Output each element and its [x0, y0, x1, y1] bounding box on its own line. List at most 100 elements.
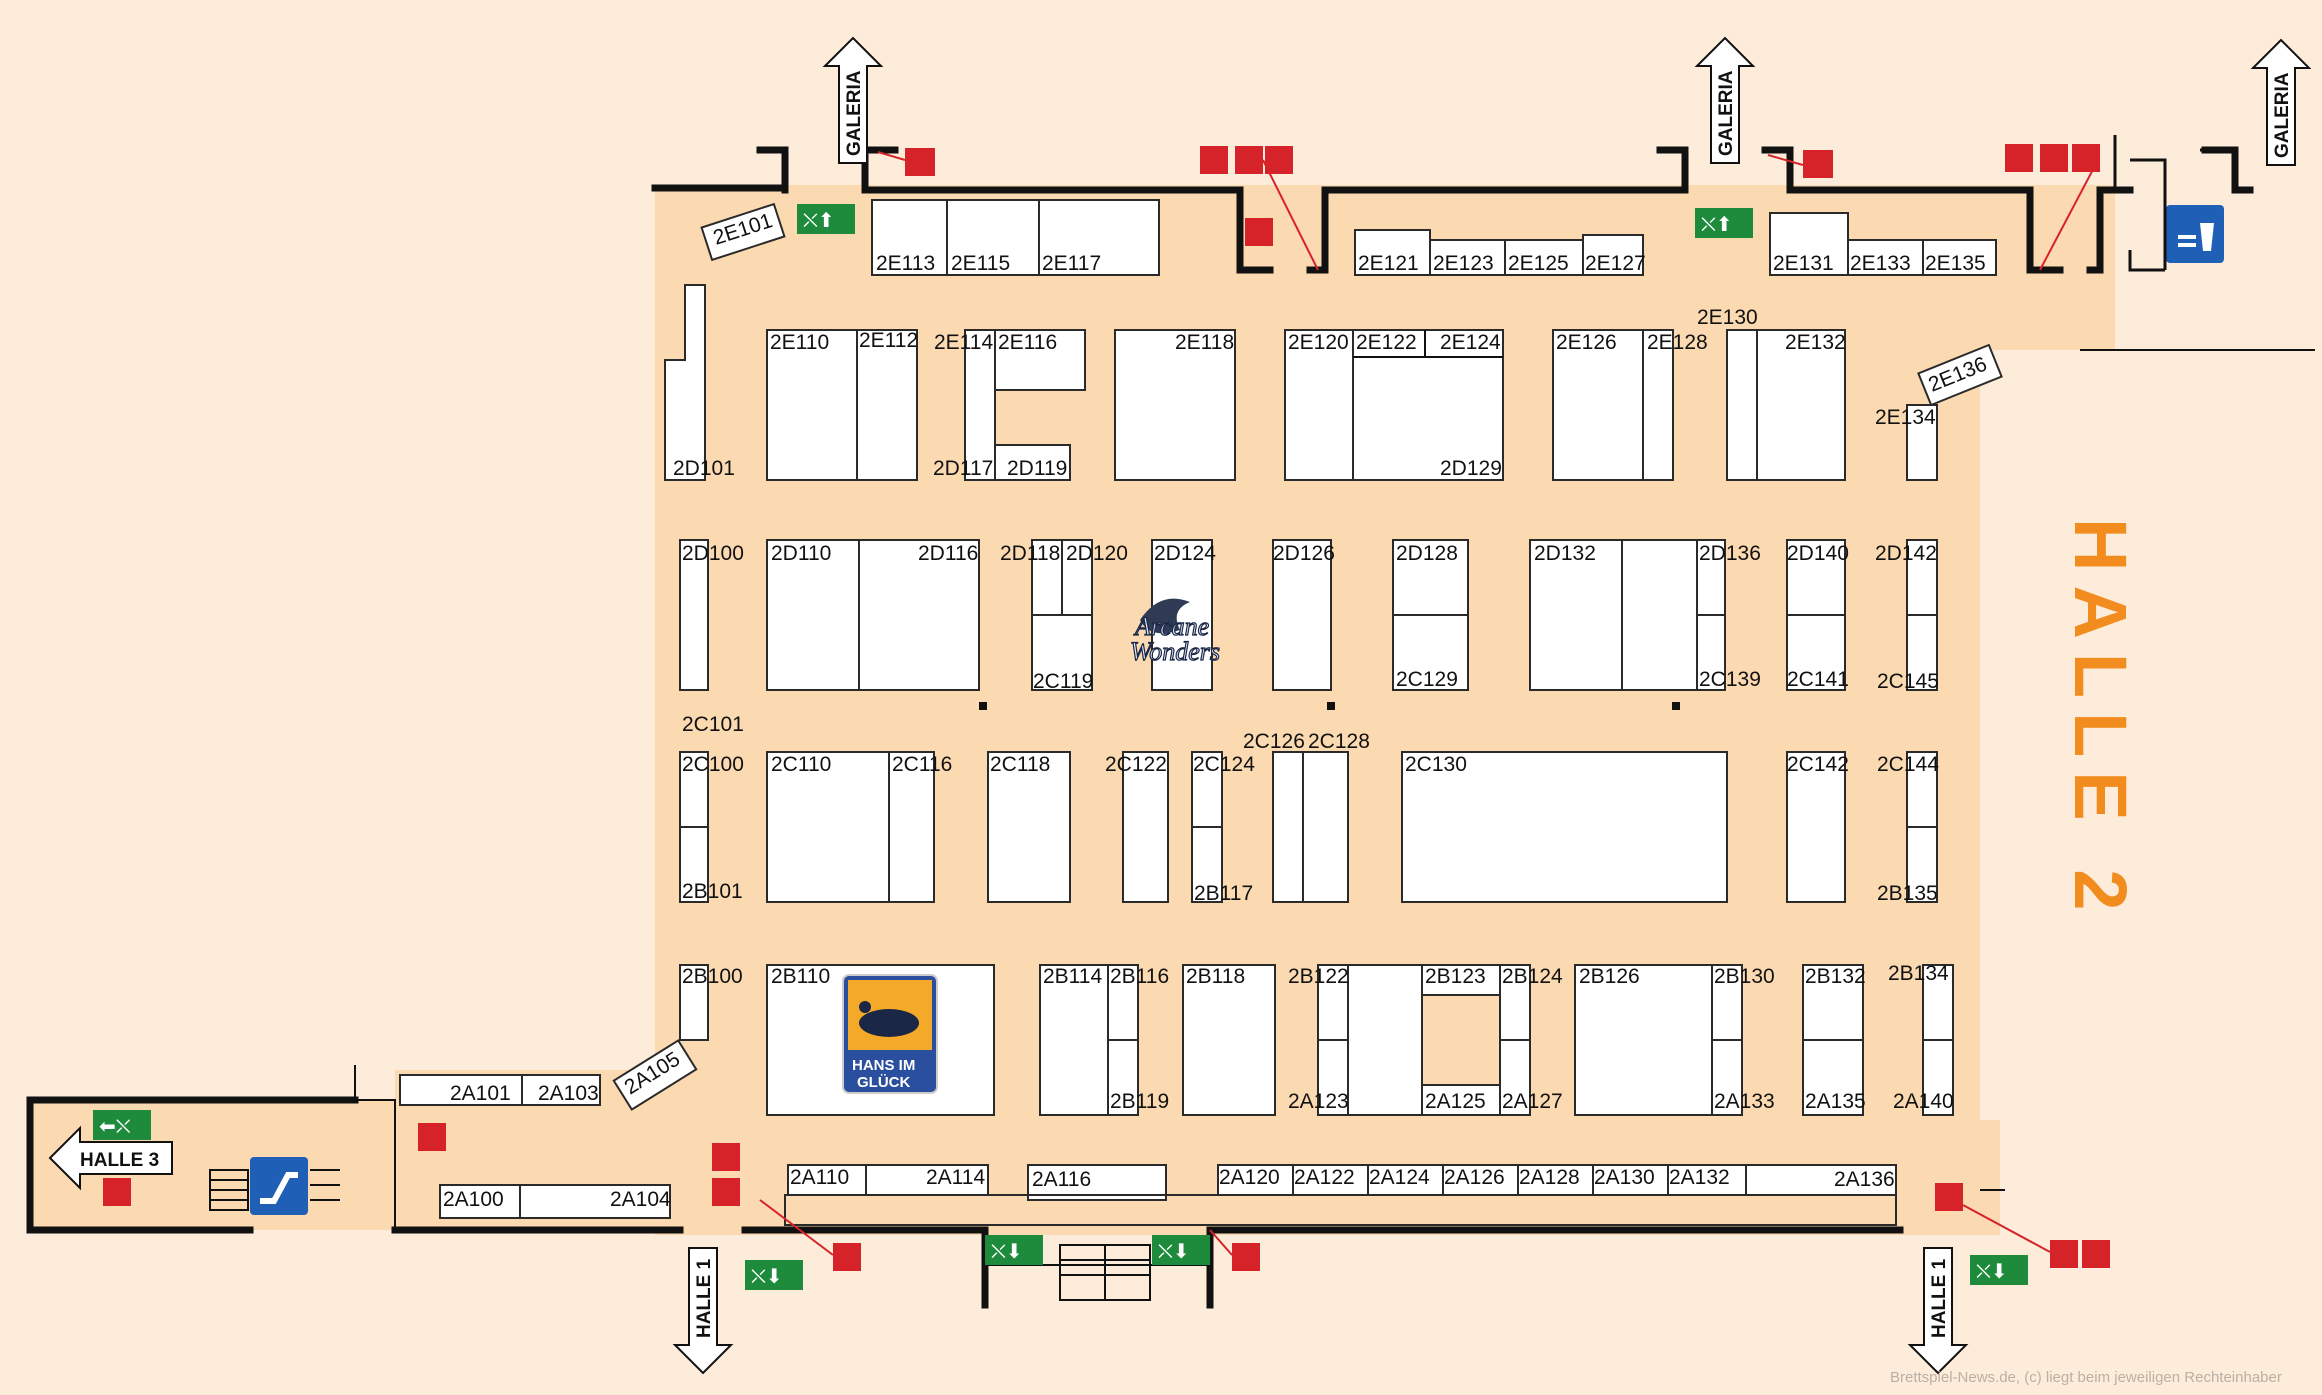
label-2A122: 2A122	[1294, 1166, 1355, 1189]
booth-2C130[interactable]	[1401, 751, 1728, 903]
booth-2E132[interactable]	[1756, 329, 1846, 481]
booth-2E118[interactable]	[1114, 329, 1236, 481]
booth-2D136b[interactable]	[1696, 539, 1726, 616]
booth-2D116[interactable]	[858, 539, 980, 691]
booth-2D132[interactable]	[1529, 539, 1623, 691]
booth-2E101[interactable]	[700, 202, 786, 262]
booth-2D142[interactable]	[1906, 539, 1938, 616]
restaurant-icon	[2166, 205, 2224, 263]
booth-2C100[interactable]	[679, 751, 709, 828]
stairs	[1059, 1244, 1151, 1301]
booth-2A104[interactable]	[519, 1184, 671, 1219]
booth-2C124[interactable]	[1191, 751, 1223, 828]
booth-2C110[interactable]	[766, 751, 890, 903]
booth-2C122[interactable]	[1122, 751, 1169, 903]
booth-2C128[interactable]	[1302, 751, 1349, 903]
booth-2D119[interactable]	[994, 444, 1071, 481]
halle1-arrow-right[interactable]: HALLE 1	[1907, 1247, 1969, 1375]
label-2A120: 2A120	[1219, 1166, 1280, 1189]
galeria-arrow-3[interactable]: GALERIA	[2250, 38, 2312, 166]
booth-2C129[interactable]	[1392, 614, 1469, 691]
label-2E114: 2E114	[934, 331, 993, 354]
booth-2A136[interactable]	[1745, 1164, 1897, 1196]
booth-2E115[interactable]	[946, 199, 1040, 276]
booth-2C126[interactable]	[1272, 751, 1304, 903]
booth-2A133[interactable]	[1711, 1039, 1743, 1116]
booth-2B119[interactable]	[1107, 1039, 1139, 1116]
booth-2D120[interactable]	[1061, 539, 1093, 616]
booth-2C139[interactable]	[1696, 614, 1726, 691]
booth-2E136[interactable]	[1917, 343, 2003, 407]
booth-2A126[interactable]	[1442, 1164, 1519, 1196]
exit-sign-icon: ⬅⛌	[93, 1110, 151, 1140]
booth-2D110[interactable]	[766, 539, 860, 691]
booth-2D136[interactable]	[1621, 539, 1698, 691]
booth-labels: 2E101 2E113 2E115 2E117 2E121 2E123 2E12…	[443, 209, 1990, 1211]
booth-2E112[interactable]	[856, 329, 918, 481]
booth-2E126[interactable]	[1552, 329, 1644, 481]
label-2E131: 2E131	[1773, 252, 1834, 275]
label-2B134: 2B134	[1888, 962, 1949, 985]
booth-2A103[interactable]	[521, 1074, 601, 1106]
booth-2E127[interactable]	[1582, 234, 1644, 276]
booth-2B116[interactable]	[1107, 964, 1139, 1041]
halle3-arrow[interactable]: HALLE 3	[48, 1125, 173, 1191]
halle1-label-left: HALLE 1	[694, 1258, 715, 1338]
booth-2E110[interactable]	[766, 329, 858, 481]
svg-text:⛌⬇: ⛌⬇	[991, 1239, 1023, 1263]
booth-2B117[interactable]	[1191, 826, 1223, 903]
label-2A132: 2A132	[1669, 1166, 1730, 1189]
booth-2A128[interactable]	[1517, 1164, 1594, 1196]
booth-2E135[interactable]	[1922, 239, 1997, 276]
booth-2B118[interactable]	[1182, 964, 1276, 1116]
booth-2B100[interactable]	[679, 964, 709, 1041]
booth-2E125[interactable]	[1504, 239, 1584, 276]
booth-2A135[interactable]	[1802, 1039, 1864, 1116]
label-2E123: 2E123	[1433, 252, 1494, 275]
label-2D136: 2D136	[1699, 542, 1761, 565]
booth-2D126[interactable]	[1272, 539, 1332, 691]
booth-2E133[interactable]	[1847, 239, 1924, 276]
booth-2A127[interactable]	[1499, 1039, 1531, 1116]
hans-im-glueck-logo: HANS IM GLÜCK	[842, 974, 938, 1094]
booth-2E131[interactable]	[1769, 212, 1849, 276]
booth-2B123-top[interactable]	[1421, 964, 1501, 996]
booth-2A140[interactable]	[1922, 1039, 1954, 1116]
galeria-arrow-1[interactable]: GALERIA	[822, 36, 884, 164]
booth-2B101[interactable]	[679, 826, 709, 903]
booth-2D101[interactable]	[664, 284, 706, 481]
booth-2D100[interactable]	[679, 539, 709, 691]
booth-2B135[interactable]	[1906, 826, 1938, 903]
booth-2A114[interactable]	[865, 1164, 989, 1196]
booth-2C119[interactable]	[1031, 614, 1093, 691]
galeria-arrow-2[interactable]: GALERIA	[1694, 36, 1756, 164]
arcane-wonders-text-2: Wonders	[1130, 637, 1220, 666]
booth-2C118[interactable]	[987, 751, 1071, 903]
booth-2D128[interactable]	[1392, 539, 1469, 616]
booth-2B132[interactable]	[1802, 964, 1864, 1041]
booth-2E114[interactable]	[964, 329, 996, 481]
booth-2B126[interactable]	[1574, 964, 1713, 1116]
label-2E133: 2E133	[1850, 252, 1911, 275]
hans-im-glueck-text-1: HANS IM	[852, 1057, 915, 1074]
booth-2C141[interactable]	[1786, 614, 1846, 691]
booth-2A100[interactable]	[439, 1184, 521, 1219]
booth-2A125[interactable]	[1421, 1084, 1501, 1116]
label-2D129: 2D129	[1440, 457, 1502, 480]
booth-2C142[interactable]	[1786, 751, 1846, 903]
booth-2A105[interactable]	[612, 1039, 698, 1111]
booth-2C116[interactable]	[888, 751, 935, 903]
booth-2E117[interactable]	[1038, 199, 1160, 276]
booth-2E123[interactable]	[1429, 239, 1506, 276]
halle1-arrow-left[interactable]: HALLE 1	[672, 1247, 734, 1375]
booth-2E120[interactable]	[1284, 329, 1354, 481]
booth-2D140[interactable]	[1786, 539, 1846, 616]
label-2E125: 2E125	[1508, 252, 1569, 275]
booth-2E130[interactable]	[1726, 329, 1758, 481]
booth-2E116[interactable]	[994, 329, 1086, 391]
label-2C101: 2C101	[682, 713, 744, 736]
booth-2E134[interactable]	[1906, 404, 1938, 481]
booth-2E128[interactable]	[1642, 329, 1674, 481]
booth-2D129[interactable]	[1352, 329, 1504, 481]
booth-2C145[interactable]	[1906, 614, 1938, 691]
